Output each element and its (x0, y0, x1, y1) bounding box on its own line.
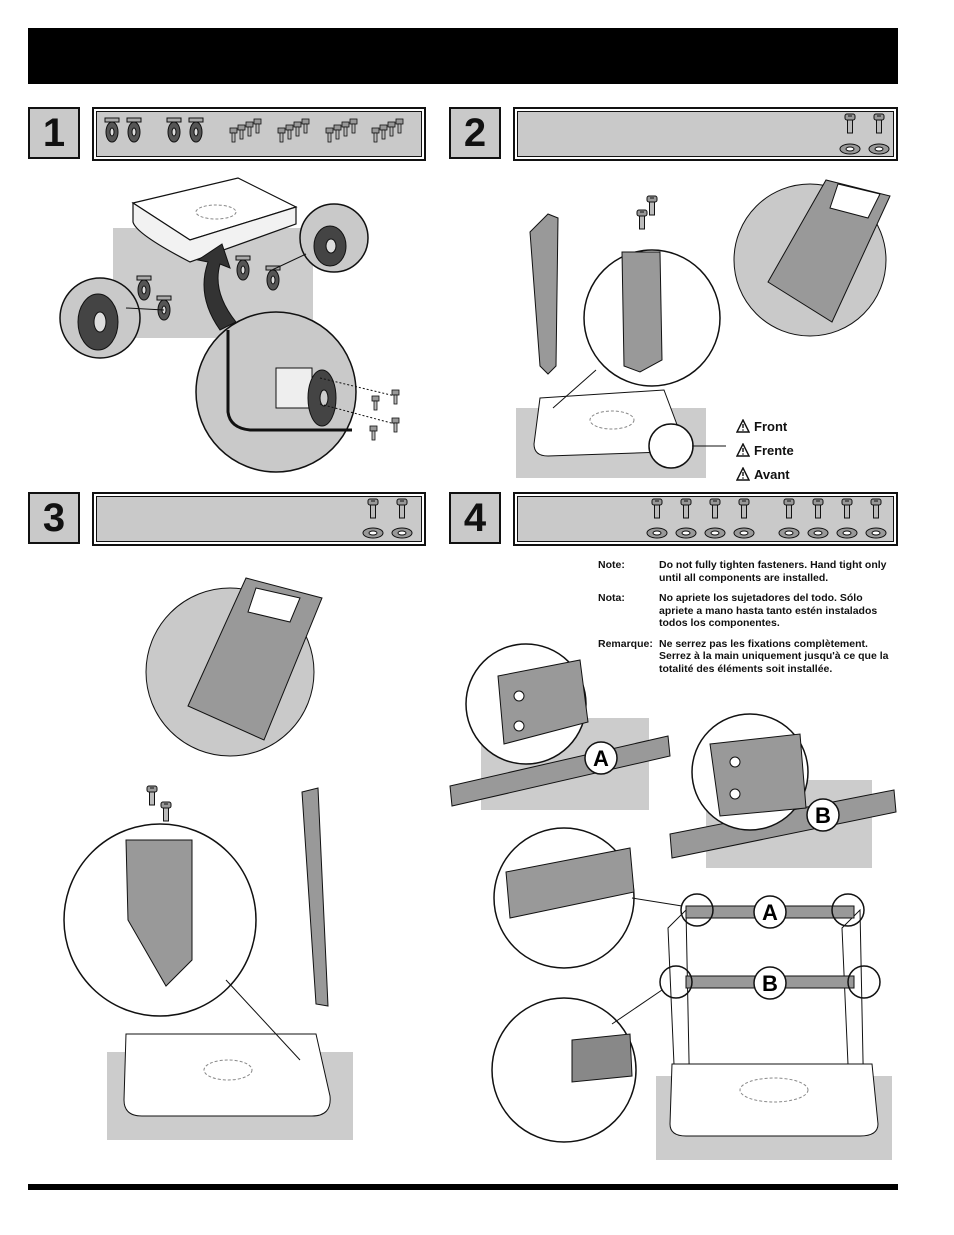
legend-label: Avant (754, 466, 790, 482)
legend-label: Frente (754, 442, 794, 458)
step-2-hardware-icons (839, 113, 890, 155)
header-bar (28, 28, 898, 84)
callout-b-label-1: B (815, 803, 831, 828)
step-4-hardware-icons (646, 498, 887, 539)
svg-text:B: B (762, 971, 778, 996)
note-text: Do not fully tighten fasteners. Hand tig… (659, 559, 887, 584)
step-1-caster-icons (104, 117, 204, 143)
step-3-number: 3 (28, 492, 80, 544)
note-label: Nota: (598, 592, 625, 604)
svg-text:A: A (762, 900, 778, 925)
step-1-illustration (59, 177, 400, 473)
step-2-parts-panel (513, 107, 898, 161)
step-3-illustration (63, 577, 353, 1140)
step-1-number: 1 (28, 107, 80, 159)
footer-rule (28, 1184, 898, 1190)
step-4-illustration (449, 643, 897, 1160)
step-4-number: 4 (449, 492, 501, 544)
note-text: No apriete los sujetadores del todo. Sól… (659, 592, 878, 629)
step-2-number: 2 (449, 107, 501, 159)
warning-triangle-icon (736, 467, 750, 481)
svg-text:B: B (815, 803, 831, 828)
note-text: Ne serrez pas les fixations complètement… (659, 637, 889, 675)
step-1-bolt-icons (229, 118, 404, 143)
legend-item-front: Front (736, 414, 794, 438)
step-3-hardware-icons (362, 498, 413, 539)
callout-a-label-1: A (593, 746, 609, 771)
callout-b-label-2: B (762, 971, 778, 996)
callout-a-label-2: A (762, 900, 778, 925)
note-label: Note: (598, 559, 625, 571)
note-spanish: Nota: No apriete los sujetadores del tod… (598, 592, 898, 630)
step-4-parts-panel (513, 492, 898, 546)
legend-item-frente: Frente (736, 438, 794, 462)
step-1-parts-panel (92, 107, 426, 161)
svg-text:A: A (593, 746, 609, 771)
fastener-notes: Note: Do not fully tighten fasteners. Ha… (598, 559, 898, 683)
warning-triangle-icon (736, 419, 750, 433)
step-2-illustration (516, 179, 891, 478)
note-french: Remarque: Ne serrez pas les fixations co… (598, 638, 898, 676)
warning-triangle-icon (736, 443, 750, 457)
legend-item-avant: Avant (736, 462, 794, 486)
note-english: Note: Do not fully tighten fasteners. Ha… (598, 559, 898, 584)
legend-label: Front (754, 418, 788, 434)
front-legend: Front Frente Avant (736, 414, 794, 486)
note-label: Remarque: (598, 637, 653, 650)
